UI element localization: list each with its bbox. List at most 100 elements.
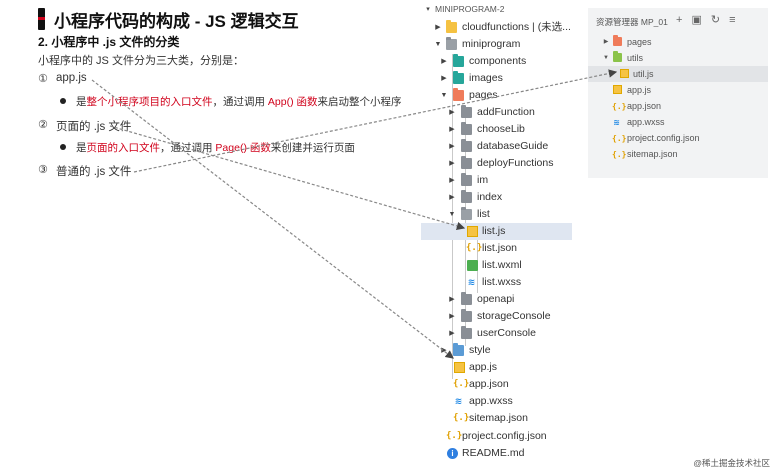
tree-item-style[interactable]: ▶ style bbox=[421, 342, 581, 359]
explorer-item-util-js[interactable]: util.js bbox=[588, 66, 768, 82]
tree-item-chooselib[interactable]: ▶ chooseLib bbox=[421, 121, 581, 138]
item-label-page-js: 页面的 .js 文件 bbox=[56, 121, 132, 133]
chevron-right-icon: ▶ bbox=[449, 296, 455, 303]
cloud-folder-icon bbox=[446, 20, 457, 33]
json-file-icon: {.} bbox=[453, 413, 470, 423]
tree-item-app-json[interactable]: {.} app.json bbox=[453, 378, 509, 390]
tree-item-list-wxml[interactable]: list.wxml bbox=[421, 257, 581, 274]
bullet-text-page-js: 是页面的入口文件，通过调用 Page() 函数来创建并运行页面 bbox=[76, 142, 355, 154]
js-file-icon bbox=[613, 85, 622, 94]
chevron-right-icon: ▶ bbox=[449, 330, 455, 337]
tree-item-cloudfunctions[interactable]: ▶ cloudfunctions | (未选... bbox=[421, 19, 581, 36]
explorer-item-project-config[interactable]: {.} project.config.json bbox=[612, 133, 700, 143]
pages-folder-icon bbox=[453, 88, 464, 101]
indent-guide bbox=[477, 225, 478, 293]
json-file-icon: {.} bbox=[446, 431, 463, 441]
tree-item-sitemap-json[interactable]: {.} sitemap.json bbox=[453, 412, 528, 424]
chevron-right-icon: ▶ bbox=[435, 24, 441, 31]
explorer-item-app-wxss[interactable]: ≋ app.wxss bbox=[613, 117, 665, 127]
tree-root[interactable]: ▾ MINIPROGRAM-2 bbox=[421, 1, 581, 18]
bullet-dot bbox=[60, 98, 66, 104]
tree-item-openapi[interactable]: ▶ openapi bbox=[421, 291, 581, 308]
wxml-file-icon bbox=[467, 260, 478, 271]
collapse-icon[interactable]: ≡ bbox=[729, 14, 745, 26]
json-file-icon: {.} bbox=[612, 102, 627, 111]
chevron-down-icon: ▼ bbox=[440, 92, 448, 99]
file-tree: ▾ MINIPROGRAM-2 ▶ cloudfunctions | (未选..… bbox=[421, 0, 581, 473]
folder-icon bbox=[461, 122, 472, 135]
chevron-right-icon: ▶ bbox=[449, 313, 455, 320]
chevron-right-icon: ▶ bbox=[603, 39, 609, 45]
tree-item-list-json[interactable]: {.} list.json bbox=[466, 242, 518, 254]
folder-icon bbox=[461, 156, 472, 169]
chevron-down-icon: ▾ bbox=[426, 6, 430, 13]
tree-item-pages[interactable]: ▼ pages bbox=[421, 87, 581, 104]
item-label-normal-js: 普通的 .js 文件 bbox=[56, 166, 132, 178]
folder-open-icon bbox=[446, 37, 457, 50]
explorer-item-pages[interactable]: ▶ pages bbox=[588, 34, 768, 50]
tree-item-userconsole[interactable]: ▶ userConsole bbox=[421, 325, 581, 342]
explorer-panel: 资源管理器 MP_01 +▣↻≡ ▶ pages ▼ utils util.js… bbox=[588, 8, 768, 178]
images-folder-icon bbox=[453, 71, 464, 84]
utils-folder-icon bbox=[613, 51, 622, 62]
js-file-icon bbox=[467, 226, 478, 237]
item-label-app-js: app.js bbox=[56, 72, 87, 84]
tree-item-deployfunctions[interactable]: ▶ deployFunctions bbox=[421, 155, 581, 172]
explorer-toolbar: +▣↻≡ bbox=[676, 13, 744, 26]
tree-item-components[interactable]: ▶ components bbox=[421, 53, 581, 70]
item-number: ② bbox=[38, 119, 48, 131]
wxss-file-icon: ≋ bbox=[613, 118, 620, 127]
info-icon: i bbox=[447, 448, 458, 459]
tree-item-im[interactable]: ▶ im bbox=[421, 172, 581, 189]
tree-item-index[interactable]: ▶ index bbox=[421, 189, 581, 206]
tree-item-list[interactable]: ▼ list bbox=[421, 206, 581, 223]
arrow-util-js bbox=[133, 69, 618, 173]
tree-item-app-wxss[interactable]: ≋ app.wxss bbox=[454, 395, 513, 407]
chevron-right-icon: ▶ bbox=[449, 160, 455, 167]
tree-item-miniprogram[interactable]: ▼ miniprogram bbox=[421, 36, 581, 53]
bullet-text-app-js: 是整个小程序项目的入口文件，通过调用 App() 函数来启动整个小程序 bbox=[76, 96, 402, 108]
folder-icon bbox=[461, 173, 472, 186]
item-number: ③ bbox=[38, 164, 48, 176]
folder-icon bbox=[461, 190, 472, 203]
refresh-icon[interactable]: ↻ bbox=[710, 14, 730, 26]
pages-folder-icon bbox=[613, 35, 622, 46]
explorer-item-app-js[interactable]: app.js bbox=[588, 82, 768, 98]
tree-item-app-js[interactable]: app.js bbox=[421, 359, 581, 376]
arrow-page-js bbox=[109, 125, 466, 231]
chevron-right-icon: ▶ bbox=[441, 347, 447, 354]
folder-icon bbox=[461, 326, 472, 339]
watermark: @稀土掘金技术社区 bbox=[693, 458, 770, 468]
slide-subtitle: 2. 小程序中 .js 文件的分类 bbox=[38, 35, 180, 49]
explorer-item-utils[interactable]: ▼ utils bbox=[588, 50, 768, 66]
js-file-icon bbox=[454, 362, 465, 373]
arrow-app-js bbox=[91, 79, 454, 359]
tree-item-storageconsole[interactable]: ▶ storageConsole bbox=[421, 308, 581, 325]
slide-title: 小程序代码的构成 - JS 逻辑交互 bbox=[54, 12, 299, 31]
chevron-right-icon: ▶ bbox=[449, 177, 455, 184]
folder-icon bbox=[461, 309, 472, 322]
tree-item-readme[interactable]: i README.md bbox=[421, 445, 581, 462]
wxss-file-icon: ≋ bbox=[467, 277, 476, 287]
tree-item-images[interactable]: ▶ images bbox=[421, 70, 581, 87]
slide-intro: 小程序中的 JS 文件分为三大类，分别是： bbox=[38, 55, 244, 67]
chevron-down-icon: ▼ bbox=[448, 211, 456, 218]
explorer-item-app-json[interactable]: {.} app.json bbox=[612, 101, 662, 111]
chevron-right-icon: ▶ bbox=[449, 194, 455, 201]
chevron-right-icon: ▶ bbox=[441, 58, 447, 65]
json-file-icon: {.} bbox=[466, 243, 483, 253]
tree-item-project-config-json[interactable]: {.} project.config.json bbox=[446, 430, 547, 442]
tree-item-list-wxss[interactable]: ≋ list.wxss bbox=[467, 276, 522, 288]
indent-guide bbox=[452, 54, 453, 379]
chevron-right-icon: ▶ bbox=[441, 75, 447, 82]
bullet-dot bbox=[60, 144, 66, 150]
tree-item-databaseguide[interactable]: ▶ databaseGuide bbox=[421, 138, 581, 155]
tree-item-addfunction[interactable]: ▶ addFunction bbox=[421, 104, 581, 121]
add-file-icon[interactable]: + bbox=[676, 14, 692, 26]
json-file-icon: {.} bbox=[612, 134, 627, 143]
chevron-down-icon: ▼ bbox=[603, 55, 609, 61]
folder-open-icon bbox=[461, 207, 472, 220]
add-folder-icon[interactable]: ▣ bbox=[691, 14, 711, 26]
explorer-item-sitemap[interactable]: {.} sitemap.json bbox=[612, 149, 678, 159]
